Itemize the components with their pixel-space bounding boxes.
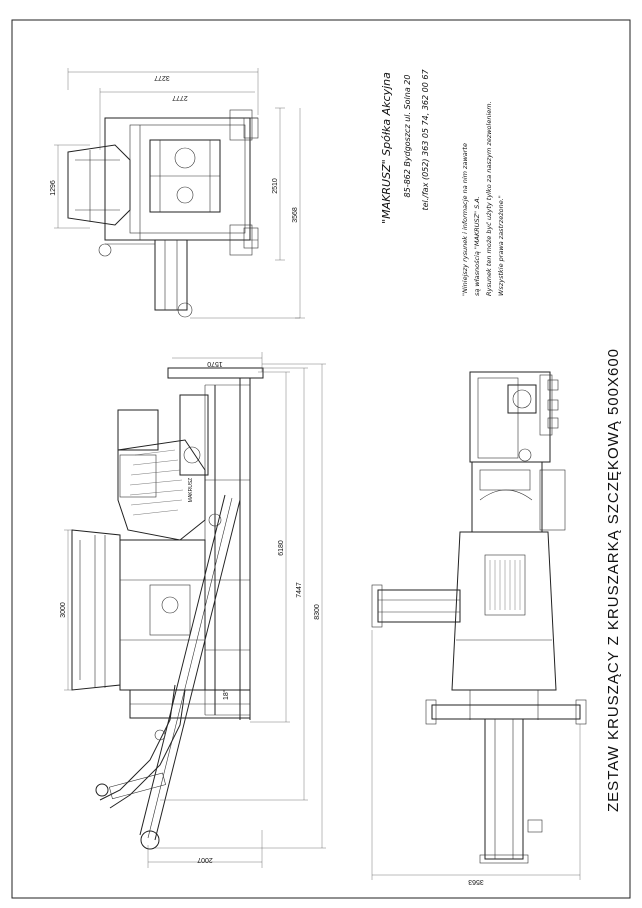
dim-6180: 6180 — [278, 540, 285, 556]
company-address: 85-862 Bydgoszcz ul. Solna 20 — [403, 75, 412, 198]
dim-2777: 2777 — [172, 94, 188, 101]
company-phone: tel./fax (052) 363 05 74, 362 00 67 — [421, 69, 430, 211]
grate-bars — [489, 560, 521, 610]
notice-line-2: są własnością "MAKRUSZ" S.A. — [473, 196, 481, 296]
copyright-notice: "Niniejszy rysunek i informacje na nim z… — [461, 101, 505, 296]
dim-angle: 18° — [222, 689, 230, 700]
dim-8300: 8300 — [314, 604, 321, 620]
company-name: "MAKRUSZ" Spółka Akcyjna — [380, 72, 393, 224]
notice-line-3: Rysunek ten może być użyty tylko za nasz… — [485, 101, 493, 296]
machine-marking: MAKRUSZ — [188, 478, 194, 502]
notice-line-1: "Niniejszy rysunek i informacje na nim z… — [461, 143, 469, 296]
plan-view: 3563 — [371, 371, 587, 885]
dim-7447: 7447 — [296, 582, 303, 598]
side-view: 1570 MAKRUSZ — [60, 352, 326, 868]
dim-2510: 2510 — [272, 178, 279, 194]
company-block: "MAKRUSZ" Spółka Akcyjna 85-862 Bydgoszc… — [380, 69, 430, 224]
notice-line-4: Wszystkie prawa zastrzeżone." — [497, 195, 505, 296]
end-view: 3277 2777 1296 — [50, 68, 305, 319]
dim-3563: 3563 — [468, 878, 484, 885]
dim-3277: 3277 — [154, 74, 170, 81]
dim-1296: 1296 — [50, 180, 57, 196]
crusher-hatching — [129, 449, 184, 516]
dim-3568: 3568 — [292, 207, 299, 223]
dim-3000: 3000 — [60, 602, 67, 618]
drawing-title: ZESTAW KRUSZĄCY Z KRUSZARKĄ SZCZĘKOWĄ 50… — [605, 348, 622, 812]
dim-1570: 1570 — [207, 360, 223, 367]
dim-2007: 2007 — [197, 856, 213, 863]
drawing-frame — [11, 19, 631, 899]
